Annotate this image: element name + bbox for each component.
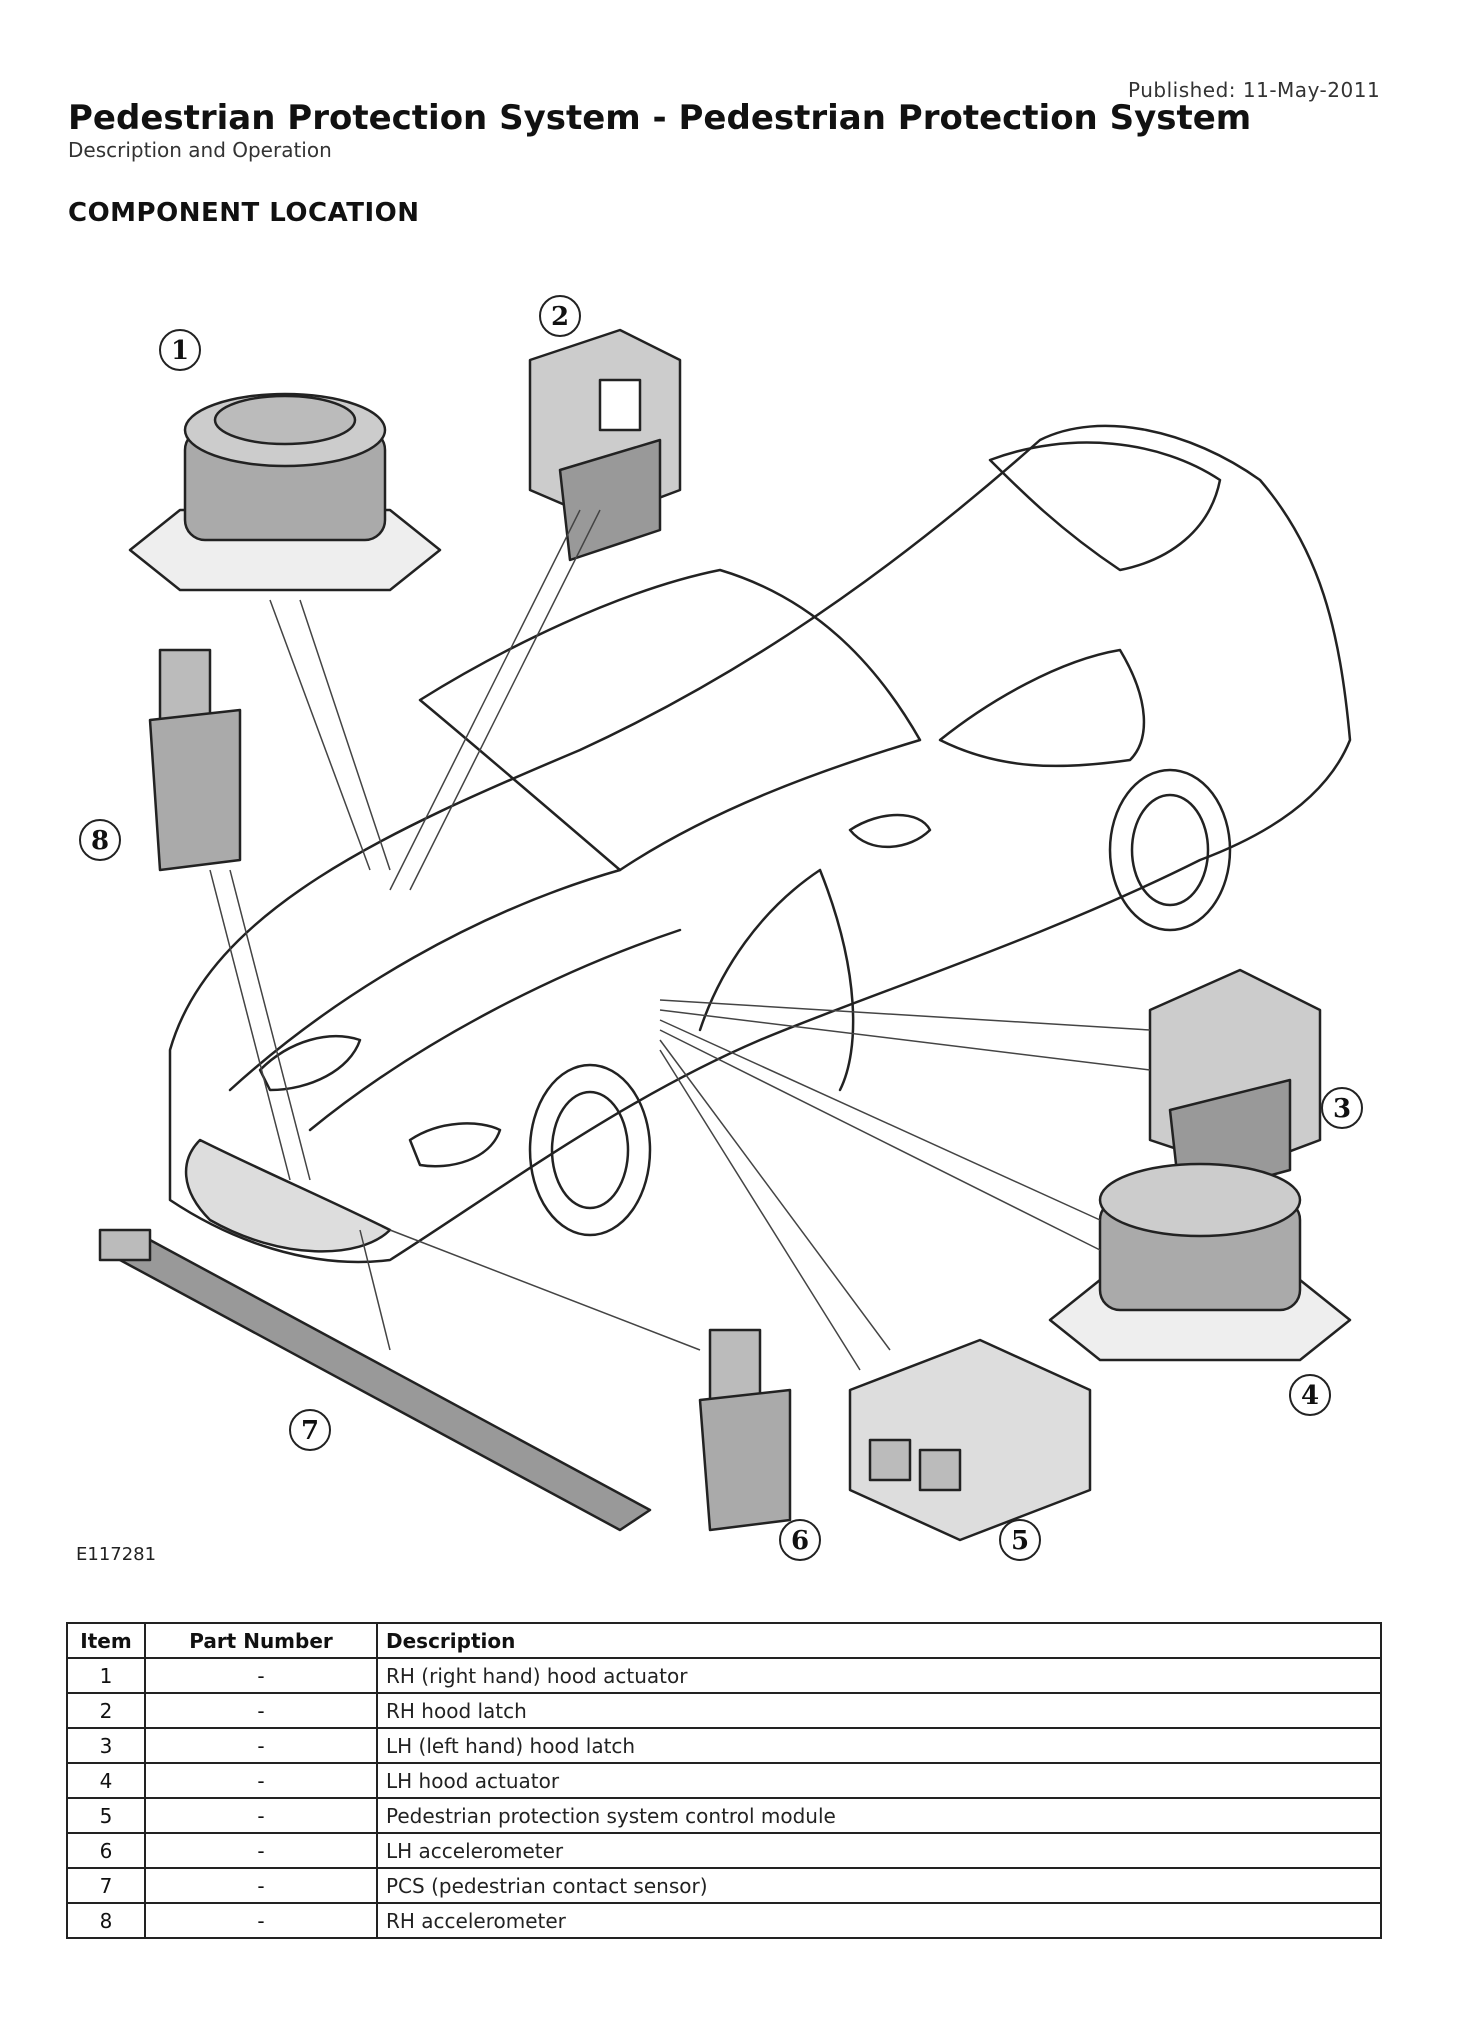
table-row: 3 - LH (left hand) hood latch [66, 1727, 1382, 1764]
car-hood-line [228, 868, 622, 1092]
car-rear-wheel [1108, 768, 1232, 932]
car-rear-window [988, 441, 1222, 572]
row-part-number: - [144, 1657, 378, 1694]
row-item: 2 [66, 1692, 146, 1729]
row-description: LH hood actuator [376, 1762, 1382, 1799]
rh-hood-latch-illustration [528, 328, 682, 562]
component-location-diagram: 1 2 3 4 5 6 7 8 [60, 270, 1420, 1580]
rh-hood-actuator-illustration [128, 392, 442, 592]
pedestrian-contact-sensor-illustration [98, 1228, 652, 1532]
table-row: 8 - RH accelerometer [66, 1902, 1382, 1939]
svg-text:4: 4 [1301, 1381, 1319, 1411]
svg-text:6: 6 [791, 1526, 809, 1556]
table-row: 7 - PCS (pedestrian contact sensor) [66, 1867, 1382, 1904]
car-front-wheel [528, 1063, 652, 1237]
row-part-number: - [144, 1727, 378, 1764]
callout-5: 5 [999, 1519, 1041, 1561]
lh-hood-actuator-illustration [1048, 1162, 1352, 1362]
table-row: 5 - Pedestrian protection system control… [66, 1797, 1382, 1834]
car-headlight-left [258, 1035, 362, 1092]
page-subtitle: Description and Operation [68, 138, 332, 162]
callout-3: 3 [1321, 1087, 1363, 1129]
row-part-number: - [144, 1692, 378, 1729]
callout-1: 1 [159, 329, 201, 371]
car-grille [184, 1138, 392, 1253]
svg-text:8: 8 [91, 826, 109, 856]
table-row: 1 - RH (right hand) hood actuator [66, 1657, 1382, 1694]
table-header-row: Item Part Number Description [66, 1622, 1382, 1659]
table-row: 4 - LH hood actuator [66, 1762, 1382, 1799]
row-description: RH accelerometer [376, 1902, 1382, 1939]
car-hood-line-2 [308, 928, 682, 1132]
row-item: 4 [66, 1762, 146, 1799]
car-mirror [848, 813, 932, 849]
column-header-description: Description [376, 1622, 1382, 1659]
page-title: Pedestrian Protection System - Pedestria… [68, 98, 1252, 138]
callout-2: 2 [539, 295, 581, 337]
row-part-number: - [144, 1832, 378, 1869]
callout-7: 7 [289, 1409, 331, 1451]
callout-4: 4 [1289, 1374, 1331, 1416]
row-part-number: - [144, 1867, 378, 1904]
row-description: RH (right hand) hood actuator [376, 1657, 1382, 1694]
svg-text:5: 5 [1011, 1526, 1029, 1556]
figure-id: E117281 [76, 1544, 157, 1565]
column-header-item: Item [66, 1622, 146, 1659]
svg-text:1: 1 [171, 336, 189, 366]
svg-text:7: 7 [301, 1416, 319, 1446]
row-part-number: - [144, 1762, 378, 1799]
lh-accelerometer-illustration [698, 1328, 792, 1532]
car-headlight-right [408, 1122, 502, 1168]
row-item: 7 [66, 1867, 146, 1904]
section-heading: COMPONENT LOCATION [68, 198, 420, 228]
control-module-illustration [848, 1338, 1092, 1542]
table-row: 2 - RH hood latch [66, 1692, 1382, 1729]
callout-6: 6 [779, 1519, 821, 1561]
published-date: Published: 11-May-2011 [1128, 78, 1381, 102]
row-item: 8 [66, 1902, 146, 1939]
row-description: LH accelerometer [376, 1832, 1382, 1869]
column-header-part-number: Part Number [144, 1622, 378, 1659]
row-description: Pedestrian protection system control mod… [376, 1797, 1382, 1834]
parts-table: Item Part Number Description 1 - RH (rig… [66, 1622, 1382, 1939]
table-row: 6 - LH accelerometer [66, 1832, 1382, 1869]
car-side-window [938, 648, 1146, 768]
row-description: RH hood latch [376, 1692, 1382, 1729]
row-description: LH (left hand) hood latch [376, 1727, 1382, 1764]
row-item: 3 [66, 1727, 146, 1764]
row-item: 5 [66, 1797, 146, 1834]
row-part-number: - [144, 1797, 378, 1834]
svg-text:3: 3 [1333, 1094, 1351, 1124]
row-description: PCS (pedestrian contact sensor) [376, 1867, 1382, 1904]
car-door-line [698, 868, 855, 1092]
row-item: 6 [66, 1832, 146, 1869]
rh-accelerometer-illustration [148, 648, 242, 872]
car-windshield [418, 568, 922, 872]
callout-8: 8 [79, 819, 121, 861]
row-part-number: - [144, 1902, 378, 1939]
row-item: 1 [66, 1657, 146, 1694]
svg-text:2: 2 [551, 302, 569, 332]
